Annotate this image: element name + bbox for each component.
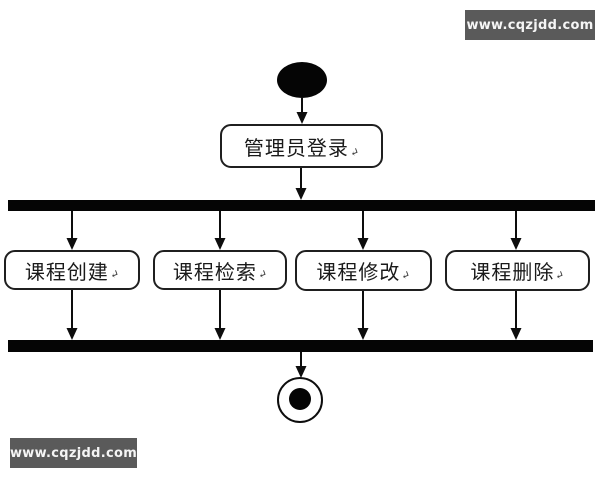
final-node-outer-ring <box>277 377 323 423</box>
watermark-top-right: www.cqzjdd.com <box>465 10 595 40</box>
action-label: 课程删除 <box>470 260 555 284</box>
action-label: 课程创建 <box>24 259 109 284</box>
paragraph-mark-icon: ↵ <box>347 144 362 161</box>
paragraph-mark-icon: ↵ <box>399 267 413 284</box>
final-node-icon <box>277 377 323 423</box>
action-label: 管理员登录 <box>243 135 349 160</box>
arrow-fork-to-branch-4 <box>510 211 522 250</box>
final-node-inner-dot <box>289 388 311 410</box>
action-label: 课程检索 <box>172 259 257 284</box>
watermark-text: www.cqzjdd.com <box>466 17 594 33</box>
arrow-branch-4-to-join <box>510 291 522 340</box>
arrow-branch-3-to-join <box>357 291 369 340</box>
action-label: 课程修改 <box>316 260 401 284</box>
watermark-bottom-left: www.cqzjdd.com <box>10 438 137 468</box>
watermark-text: www.cqzjdd.com <box>9 445 138 461</box>
arrow-fork-to-branch-1 <box>66 211 78 250</box>
arrow-join-to-final <box>295 352 307 378</box>
paragraph-mark-icon: ↵ <box>255 266 270 283</box>
join-bar <box>8 340 593 352</box>
action-node-course-search: 课程检索 ↵ <box>153 250 287 290</box>
action-node-admin-login: 管理员登录 ↵ <box>220 124 383 168</box>
arrow-fork-to-branch-2 <box>214 211 226 250</box>
paragraph-mark-icon: ↵ <box>553 267 567 284</box>
arrow-branch-1-to-join <box>66 290 78 340</box>
arrow-login-to-fork <box>295 168 307 200</box>
arrow-fork-to-branch-3 <box>357 211 369 250</box>
action-node-course-modify: 课程修改 ↵ <box>295 250 432 291</box>
arrow-branch-2-to-join <box>214 290 226 340</box>
arrow-start-to-login <box>296 97 308 124</box>
action-node-course-create: 课程创建 ↵ <box>4 250 140 290</box>
fork-bar <box>8 200 595 211</box>
start-node-icon <box>277 62 327 98</box>
paragraph-mark-icon: ↵ <box>107 266 122 283</box>
action-node-course-delete: 课程删除 ↵ <box>445 250 590 291</box>
